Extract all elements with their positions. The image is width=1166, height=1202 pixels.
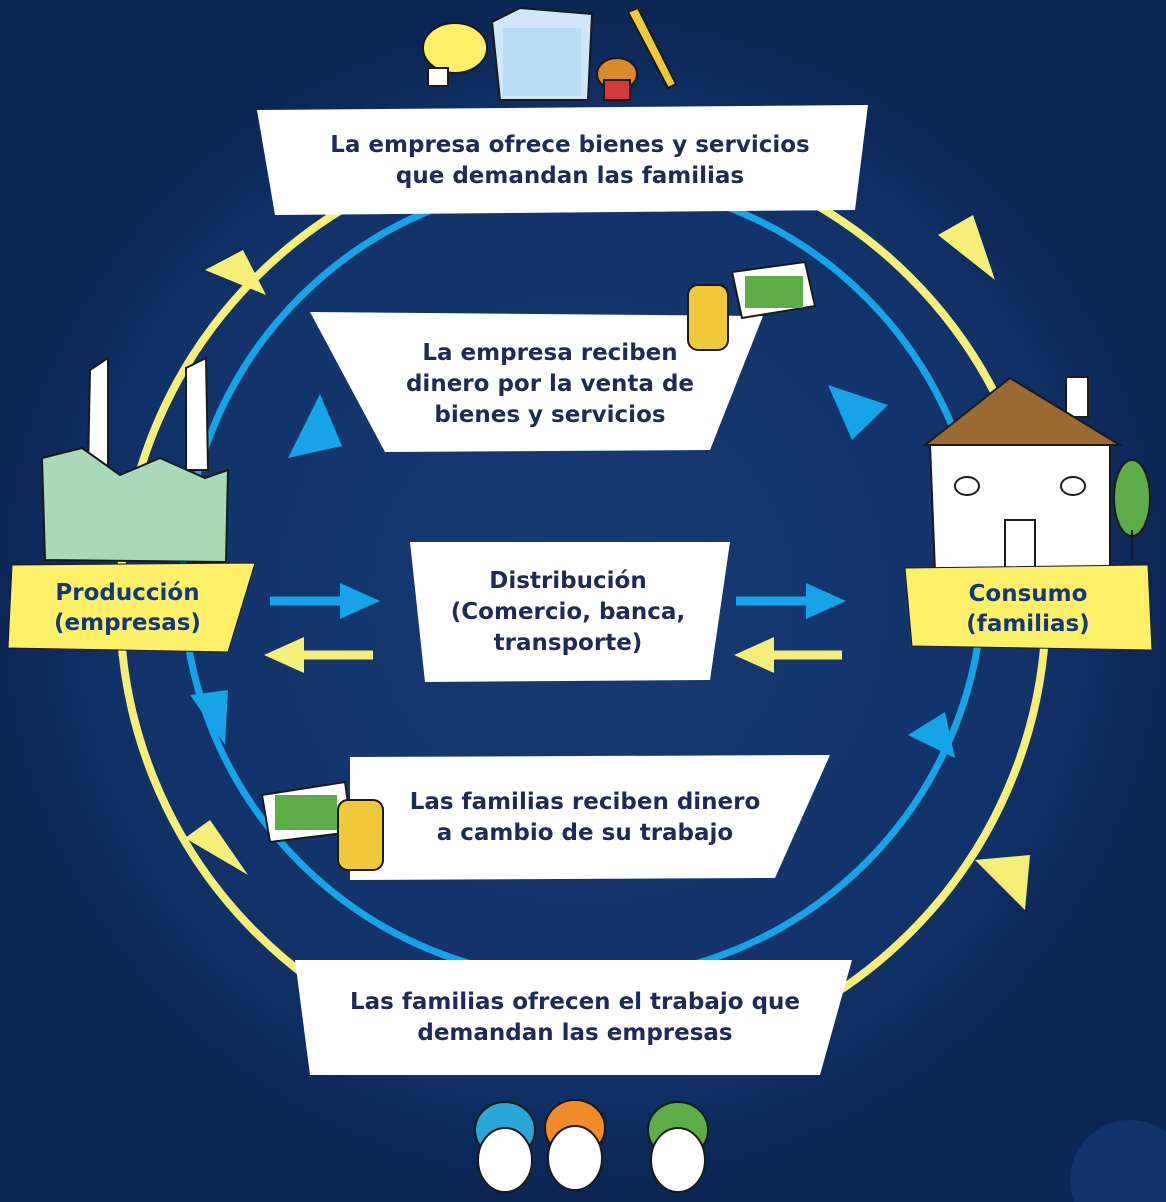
house-icon: [922, 376, 1151, 574]
pencil-icon: [626, 6, 678, 90]
blue-arrowhead-upper-left: [288, 394, 342, 458]
labor-offer-line2: demandan las empresas: [417, 1020, 733, 1046]
muffin-icon: [596, 57, 638, 101]
consumption-label: Consumo (familias): [912, 572, 1144, 646]
production-tag: [7, 562, 256, 653]
yellow-arrowhead-lower-left: [185, 820, 248, 875]
blue-arrowhead-upper-right: [828, 385, 888, 440]
yellow-arrowhead-lower-right: [975, 855, 1030, 910]
consumption-line1: Consumo: [968, 581, 1088, 607]
family-money-box: [350, 755, 830, 880]
yellow-arrowhead-upper-left: [205, 250, 266, 295]
milk-carton-icon: [490, 6, 594, 101]
firm-money-box: [310, 312, 763, 452]
firm-money-line3: bienes y servicios: [434, 401, 666, 428]
blue-arrowhead-lower-right: [908, 712, 955, 758]
family-money-line2: a cambio de su trabajo: [436, 820, 734, 846]
workers-icon: [474, 1099, 709, 1193]
goods-offer-line1: La empresa ofrece bienes y servicios: [330, 132, 810, 158]
labor-offer-line1: Las familias ofrecen el trabajo que: [349, 989, 801, 1015]
blue-arrowhead-lower-left: [190, 690, 228, 745]
distribution-line3: transporte): [493, 630, 643, 656]
distribution-line2: (Comercio, banca,: [450, 599, 686, 625]
light-bulb-icon: [422, 22, 488, 87]
goods-offer-box: [257, 105, 868, 215]
money-icon-upper: [687, 260, 817, 351]
distribution-label: Distribución (Comercio, banca, transport…: [418, 560, 718, 665]
firm-money-line1: La empresa reciben: [422, 339, 678, 366]
production-line2: (empresas): [54, 610, 201, 636]
family-money-line1: Las familias reciben dinero: [409, 789, 761, 815]
goods-offer-line2: que demandan las familias: [395, 163, 745, 189]
center-arrows: [264, 583, 846, 673]
family-money-label: Las familias reciben dinero a cambio de …: [380, 778, 790, 858]
yellow-arrowhead-upper-right: [938, 215, 995, 280]
corner-disc: [1070, 1120, 1166, 1202]
production-line1: Producción: [55, 580, 200, 606]
labor-offer-label: Las familias ofrecen el trabajo que dema…: [310, 975, 840, 1061]
distribution-box: [410, 542, 730, 682]
labor-offer-box: [295, 960, 852, 1075]
distribution-line1: Distribución: [489, 568, 647, 594]
money-icon-lower: [260, 780, 384, 871]
consumption-line2: (familias): [966, 611, 1090, 637]
goods-offer-label: La empresa ofrece bienes y servicios que…: [275, 118, 865, 204]
factory-icon: [40, 356, 230, 564]
production-label: Producción (empresas): [15, 570, 240, 646]
firm-money-label: La empresa reciben dinero por la venta d…: [360, 330, 740, 438]
firm-money-line2: dinero por la venta de: [405, 370, 695, 397]
consumption-tag: [904, 564, 1153, 651]
